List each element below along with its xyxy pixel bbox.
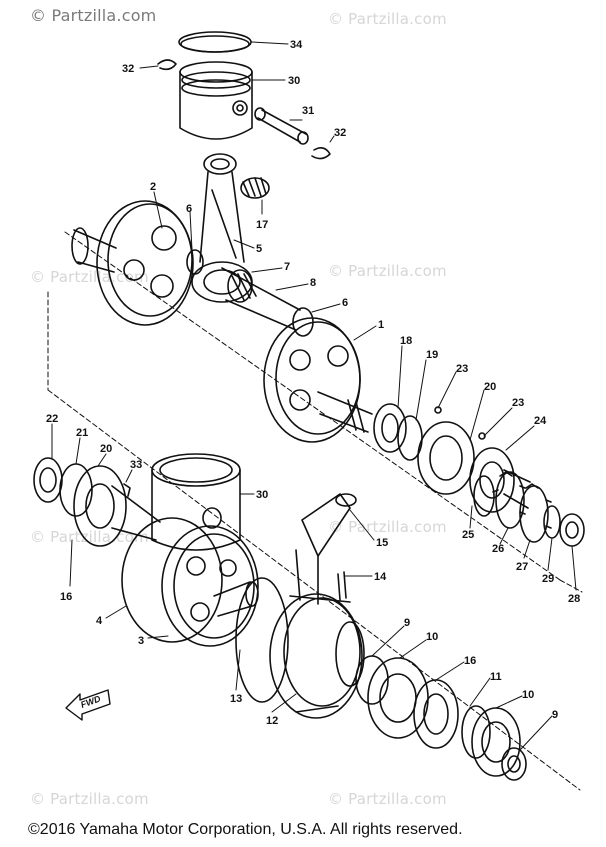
clip-32: [157, 59, 177, 71]
callout-labels: 34 32 30 31 32 2 6 17 5 7 8 6 1 18 19 23…: [46, 39, 580, 727]
callout-1: 1: [378, 319, 384, 331]
callout-10: 10: [522, 689, 534, 701]
callout-26: 26: [492, 543, 504, 555]
bearing-stack-right: [373, 403, 531, 513]
watermark: © Partzilla.com: [328, 790, 447, 808]
crank-half-1: [263, 317, 373, 443]
callout-17: 17: [256, 219, 268, 231]
piston-30-lower: [151, 453, 241, 551]
callout-4: 4: [96, 615, 103, 627]
leader-lines: [51, 41, 577, 751]
connecting-rod-15: [295, 493, 357, 605]
fwd-arrow-icon: [65, 689, 111, 721]
callout-19: 19: [426, 349, 438, 361]
callout-9: 9: [404, 617, 410, 629]
copyright-notice: ©2016 Yamaha Motor Corporation, U.S.A. A…: [28, 821, 463, 838]
piston-ring-34: [178, 31, 252, 53]
piston-pin-31: [254, 107, 309, 145]
watermark-top: © Partzilla.com: [30, 6, 157, 25]
callout-5: 5: [256, 243, 262, 255]
watermark: © Partzilla.com: [328, 518, 447, 536]
callout-9: 9: [552, 709, 558, 721]
clip-32: [311, 146, 331, 160]
callout-15: 15: [376, 537, 388, 549]
callout-23: 23: [456, 363, 468, 375]
callout-8: 8: [310, 277, 316, 289]
watermark: © Partzilla.com: [328, 262, 447, 280]
assembly-boundary: [47, 231, 583, 791]
callout-6: 6: [342, 297, 348, 309]
callout-24: 24: [534, 415, 547, 427]
callout-6: 6: [186, 203, 192, 215]
crank-12: [235, 577, 365, 719]
lower-left-bearings: [33, 457, 161, 547]
callout-32: 32: [334, 127, 346, 139]
callout-13: 13: [230, 693, 242, 705]
crank-half-2: [71, 200, 194, 326]
crank-pin-8: [221, 267, 301, 331]
watermark: © Partzilla.com: [30, 268, 149, 286]
callout-31: 31: [302, 105, 314, 117]
watermark: © Partzilla.com: [328, 10, 447, 28]
callout-14: 14: [374, 571, 387, 583]
callout-10: 10: [426, 631, 438, 643]
callout-22: 22: [46, 413, 58, 425]
callout-2: 2: [150, 181, 156, 193]
callout-21: 21: [76, 427, 88, 439]
connecting-rod-5: [191, 153, 253, 303]
callout-3: 3: [138, 635, 144, 647]
callout-18: 18: [400, 335, 412, 347]
callout-34: 34: [290, 39, 303, 51]
callout-20: 20: [484, 381, 496, 393]
callout-23: 23: [512, 397, 524, 409]
callout-28: 28: [568, 593, 580, 605]
watermark: © Partzilla.com: [30, 790, 149, 808]
piston-30-top: [179, 61, 253, 140]
callout-30: 30: [288, 75, 300, 87]
callout-32: 32: [122, 63, 134, 75]
callout-11: 11: [490, 671, 502, 683]
callout-25: 25: [462, 529, 474, 541]
callout-29: 29: [542, 573, 554, 585]
callout-16: 16: [464, 655, 476, 667]
callout-33: 33: [130, 459, 142, 471]
gear-stack: [473, 471, 585, 547]
callout-30: 30: [256, 489, 268, 501]
bearing-17: [240, 177, 270, 199]
callout-27: 27: [516, 561, 528, 573]
crank-assembly-3-4: [121, 517, 259, 647]
callout-12: 12: [266, 715, 278, 727]
callout-16: 16: [60, 591, 72, 603]
callout-7: 7: [284, 261, 290, 273]
washer-6: [186, 249, 204, 275]
callout-20: 20: [100, 443, 112, 455]
